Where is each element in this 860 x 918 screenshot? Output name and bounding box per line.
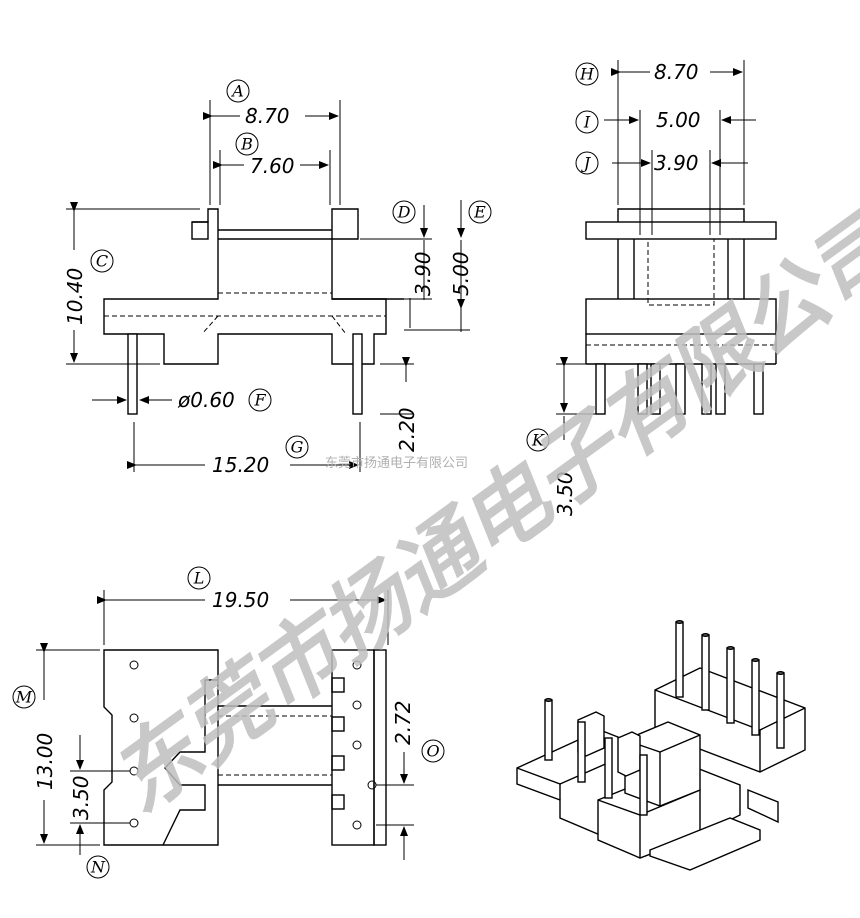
- dim-text-F: ø0.60: [177, 388, 235, 412]
- dim-text-C: 10.40: [63, 268, 87, 325]
- label-K: K: [526, 428, 550, 452]
- label-D: D: [392, 200, 416, 224]
- label-A: A: [226, 79, 250, 103]
- end-view: 8.70 5.00 3.90 3.50 H I J K: [526, 60, 777, 516]
- label-N: N: [86, 855, 110, 879]
- svg-text:D: D: [397, 203, 411, 222]
- dim-text-O: 2.72: [391, 700, 415, 745]
- side-view: 8.70 7.60 10.40 3.90 5.00 ø0.60 15.20 2.…: [63, 79, 492, 477]
- label-O: O: [421, 739, 445, 763]
- side-flange-left: [191, 221, 209, 240]
- dim-text-D-E-outer: 5.00: [449, 251, 473, 296]
- dim-text-M: 13.00: [33, 733, 57, 790]
- dim-text-B: 7.60: [250, 154, 295, 178]
- label-G: G: [285, 435, 309, 459]
- label-H: H: [575, 62, 599, 86]
- isometric-view: [516, 620, 806, 871]
- bottom-slots: [331, 677, 345, 810]
- label-L: L: [187, 566, 211, 590]
- bottom-pin-holes: [129, 660, 377, 830]
- dim-text-J: 3.90: [654, 151, 699, 175]
- label-J: J: [575, 151, 599, 175]
- end-view-pins: [595, 363, 764, 415]
- label-C: C: [90, 249, 114, 273]
- svg-text:H: H: [579, 65, 595, 84]
- iso-pins: [544, 620, 785, 816]
- dim-text-A: 8.70: [245, 104, 290, 128]
- svg-text:I: I: [583, 113, 591, 132]
- side-pin-left: [127, 333, 138, 415]
- svg-text:B: B: [240, 135, 253, 154]
- label-M: M: [12, 685, 36, 709]
- svg-text:M: M: [15, 688, 33, 707]
- dim-text-L: 19.50: [212, 588, 269, 612]
- dim-text-G: 15.20: [212, 453, 269, 477]
- side-view-body: [103, 208, 387, 365]
- svg-text:E: E: [473, 203, 486, 222]
- dim-text-D-E-inner: 3.90: [411, 251, 435, 296]
- label-F: F: [248, 388, 272, 412]
- svg-text:K: K: [531, 431, 545, 450]
- svg-text:N: N: [90, 858, 106, 877]
- svg-text:O: O: [426, 742, 439, 761]
- dim-text-N: 3.50: [69, 775, 93, 820]
- dim-text-pin: 2.20: [395, 407, 419, 452]
- dim-text-I: 5.00: [656, 108, 701, 132]
- label-B: B: [235, 132, 259, 156]
- svg-text:F: F: [253, 391, 266, 410]
- dim-text-H: 8.70: [654, 60, 699, 84]
- dim-text-K: 3.50: [553, 471, 577, 516]
- svg-text:A: A: [230, 82, 244, 101]
- svg-text:J: J: [581, 154, 592, 173]
- svg-text:G: G: [291, 438, 304, 457]
- watermark-small: 东莞市扬通电子有限公司: [325, 455, 468, 471]
- svg-text:L: L: [193, 569, 205, 588]
- svg-text:C: C: [96, 252, 108, 271]
- label-E: E: [468, 200, 492, 224]
- side-pin-right: [352, 333, 363, 415]
- label-I: I: [575, 110, 599, 134]
- bottom-view: 19.50 13.00 3.50 2.72 L M N O: [12, 566, 445, 879]
